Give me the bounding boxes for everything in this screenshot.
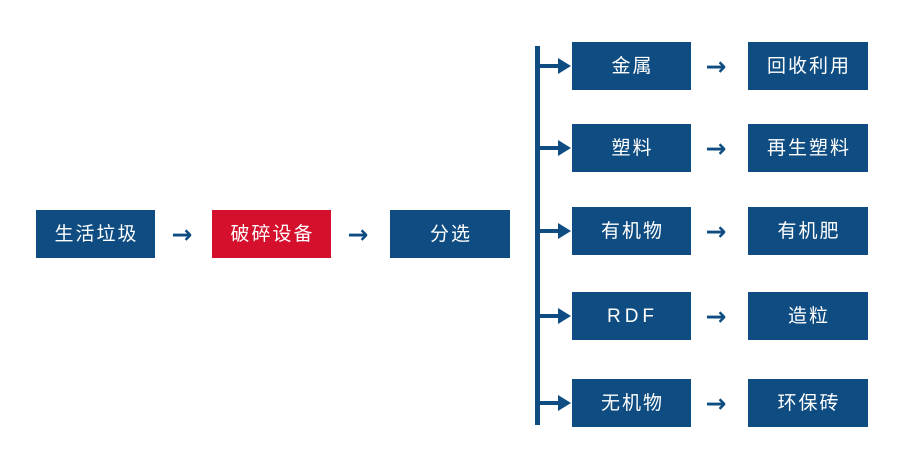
branch-bus-vertical-line: [535, 46, 540, 425]
node-material-rdf[interactable]: RDF: [572, 292, 691, 340]
node-product-recycled-plastic[interactable]: 再生塑料: [748, 124, 868, 172]
node-material-plastic[interactable]: 塑料: [572, 124, 691, 172]
arrow-right-icon-branch-4: →: [705, 301, 727, 331]
node-crusher[interactable]: 破碎设备: [212, 210, 331, 258]
branch-stem-4: [539, 314, 563, 318]
arrow-right-icon-main-2: →: [347, 219, 369, 249]
arrow-right-icon-branch-5: →: [705, 388, 727, 418]
node-sorting[interactable]: 分选: [390, 210, 510, 258]
node-material-inorganic[interactable]: 无机物: [572, 379, 691, 427]
branch-arrow-icon-1: [558, 58, 571, 74]
node-product-eco-brick[interactable]: 环保砖: [748, 379, 868, 427]
branch-stem-1: [539, 64, 563, 68]
arrow-right-icon-branch-3: →: [705, 216, 727, 246]
branch-arrow-icon-2: [558, 140, 571, 156]
branch-arrow-icon-4: [558, 308, 571, 324]
branch-stem-3: [539, 229, 563, 233]
node-material-metal[interactable]: 金属: [572, 42, 691, 90]
branch-stem-5: [539, 401, 563, 405]
branch-stem-2: [539, 146, 563, 150]
arrow-right-icon-branch-2: →: [705, 133, 727, 163]
branch-arrow-icon-5: [558, 395, 571, 411]
arrow-right-icon-main-1: →: [171, 219, 193, 249]
branch-arrow-icon-3: [558, 223, 571, 239]
node-product-organic-fertilizer[interactable]: 有机肥: [748, 207, 868, 255]
node-material-organic[interactable]: 有机物: [572, 207, 691, 255]
node-product-recycling[interactable]: 回收利用: [748, 42, 868, 90]
node-product-pelletizing[interactable]: 造粒: [748, 292, 868, 340]
arrow-right-icon-branch-1: →: [705, 51, 727, 81]
node-waste[interactable]: 生活垃圾: [36, 210, 155, 258]
